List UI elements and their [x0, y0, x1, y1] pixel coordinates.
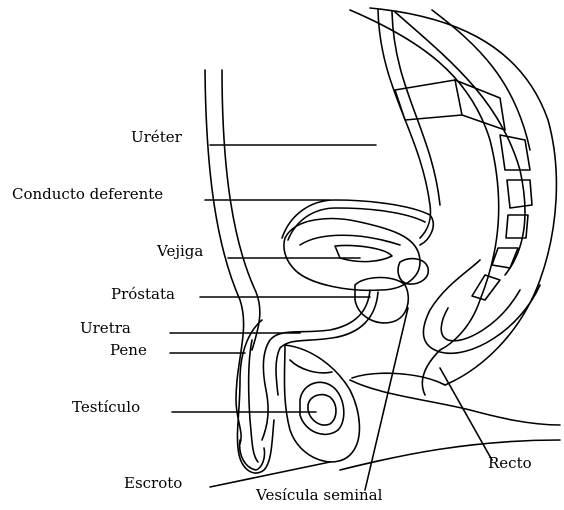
- scrotum: [284, 345, 359, 462]
- coccyx: [472, 275, 500, 300]
- abdominal-wall-inner: [222, 70, 260, 350]
- vertebra-6: [492, 248, 518, 268]
- bladder-outer: [284, 219, 420, 291]
- bladder-inner: [335, 245, 392, 261]
- spine-outer: [350, 10, 499, 350]
- leader-escroto: [210, 462, 330, 487]
- leader-vesicula: [365, 308, 408, 490]
- buttock: [352, 373, 445, 385]
- label-uretra: Uretra: [80, 321, 131, 336]
- label-prostata: Próstata: [111, 287, 175, 302]
- testicle-inner: [308, 395, 336, 425]
- bladder-wall: [300, 235, 400, 245]
- prostate: [355, 278, 408, 323]
- vertebra-3: [500, 135, 530, 170]
- label-testiculo: Testículo: [72, 400, 140, 415]
- label-pene: Pene: [110, 343, 147, 358]
- ureter-line-2: [392, 12, 440, 205]
- penis-corpus: [249, 340, 258, 462]
- label-conducto-deferente: Conducto deferente: [12, 187, 163, 202]
- vertebra-4: [507, 180, 532, 208]
- sacrum-inner: [432, 10, 530, 150]
- label-vesicula-seminal: Vesícula seminal: [256, 488, 382, 503]
- label-recto: Recto: [488, 456, 532, 471]
- anal-canal: [422, 350, 440, 395]
- urethra-2: [276, 292, 378, 395]
- back-curve: [370, 8, 556, 385]
- abdominal-wall-outer: [205, 70, 244, 444]
- label-vejiga: Vejiga: [157, 244, 203, 259]
- label-ureter: Uréter: [131, 130, 182, 145]
- testicle-outer: [300, 382, 344, 434]
- rectum-outer: [423, 260, 540, 353]
- label-escroto: Escroto: [124, 476, 182, 491]
- seminal-vesicle: [398, 259, 428, 284]
- urethra-1: [262, 290, 370, 440]
